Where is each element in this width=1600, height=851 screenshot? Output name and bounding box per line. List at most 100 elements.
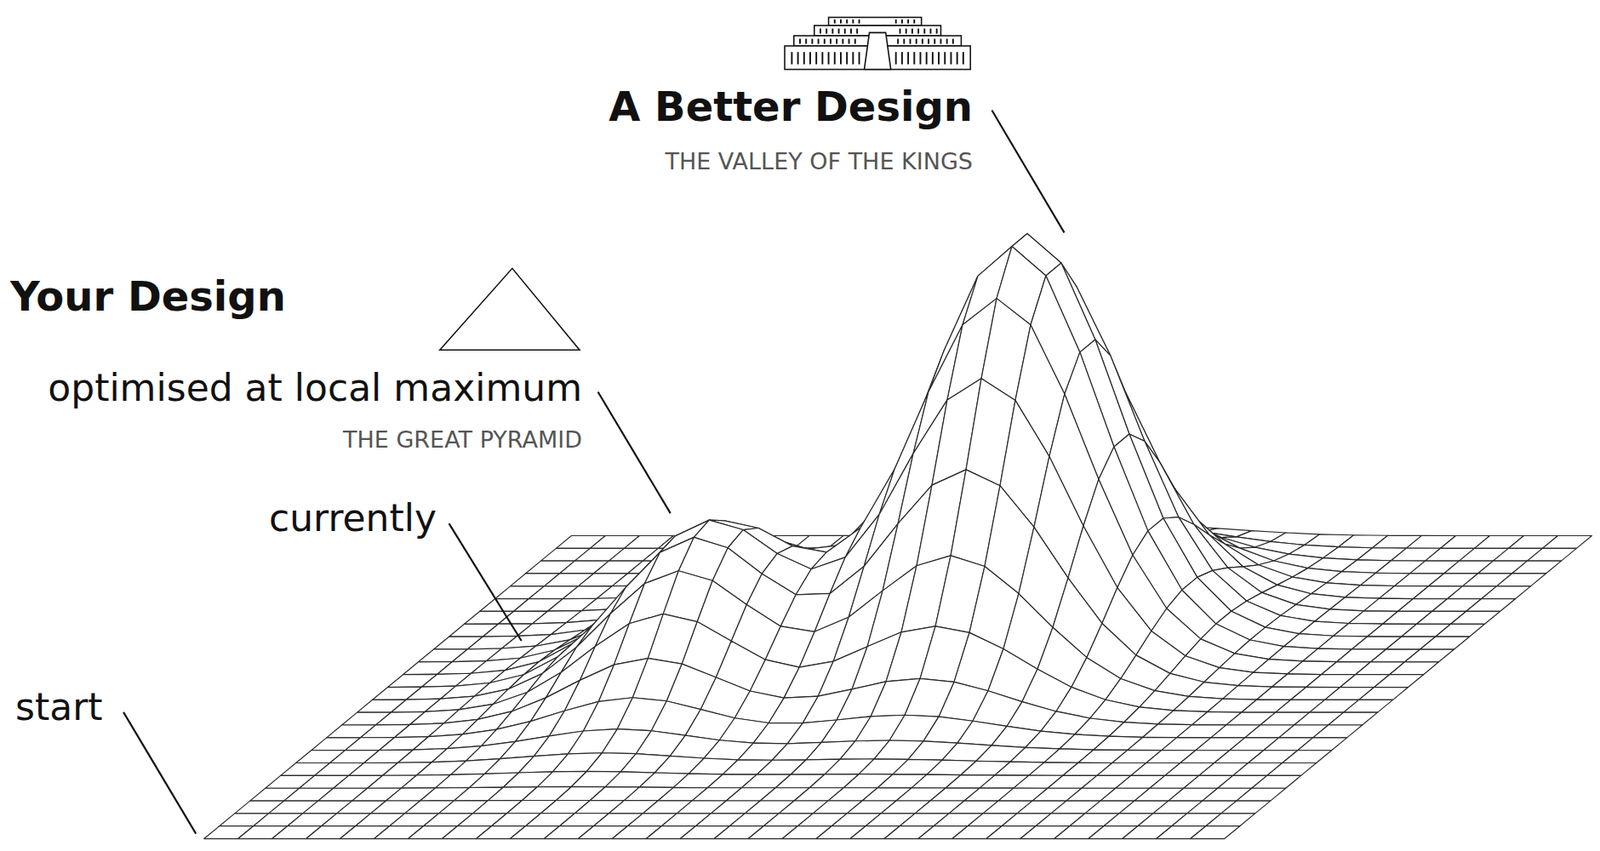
temple-column bbox=[841, 39, 844, 45]
temple-column bbox=[956, 51, 959, 64]
leader-lines bbox=[123, 110, 1064, 835]
temple-column bbox=[817, 39, 820, 45]
temple-column bbox=[923, 28, 926, 35]
pyramid-icon bbox=[440, 268, 580, 350]
temple-column bbox=[809, 51, 812, 64]
temple-column bbox=[927, 39, 930, 45]
temple-column bbox=[905, 28, 908, 35]
temple-column bbox=[933, 39, 936, 45]
temple-column bbox=[834, 51, 836, 64]
temple-column bbox=[799, 39, 801, 45]
mesh-cell bbox=[1282, 750, 1332, 764]
mesh-cell bbox=[1389, 662, 1440, 675]
mesh-cell bbox=[1405, 649, 1455, 663]
temple-column bbox=[895, 19, 898, 24]
temple-column bbox=[899, 28, 902, 35]
temple-column bbox=[949, 51, 952, 64]
mesh-cell bbox=[1527, 548, 1578, 561]
temple-column bbox=[909, 39, 912, 45]
mesh-cell bbox=[1313, 725, 1363, 738]
mesh-cell bbox=[1236, 788, 1286, 801]
temple-column bbox=[936, 28, 938, 35]
mesh-cell bbox=[1435, 623, 1486, 637]
temple-column bbox=[845, 19, 848, 24]
mesh-cell bbox=[1466, 599, 1516, 612]
temple-column bbox=[943, 51, 946, 64]
mesh-cell bbox=[1205, 813, 1256, 827]
mesh-cell bbox=[1343, 699, 1394, 713]
mesh-cell bbox=[1190, 826, 1240, 840]
temple-column bbox=[856, 28, 858, 35]
temple-column bbox=[815, 51, 818, 64]
temple-column bbox=[901, 51, 903, 64]
temple-column bbox=[819, 28, 822, 35]
temple-column bbox=[913, 51, 915, 64]
temple-column bbox=[835, 39, 838, 45]
temple-column bbox=[838, 28, 840, 35]
heading-label: Your Design bbox=[10, 273, 286, 320]
temple-column bbox=[851, 51, 854, 64]
temple-icon bbox=[784, 17, 971, 69]
mesh-cell bbox=[1374, 674, 1424, 688]
temple-column bbox=[962, 51, 965, 64]
temple-column bbox=[848, 39, 851, 45]
temple-column bbox=[844, 28, 846, 35]
heading-label: A Better Design bbox=[608, 83, 973, 131]
callout-label: currently bbox=[268, 497, 437, 541]
temple-column bbox=[834, 19, 836, 24]
callout-label: start bbox=[15, 685, 103, 730]
mesh-cell bbox=[1451, 611, 1501, 624]
temple-column bbox=[902, 39, 905, 45]
temple-column bbox=[821, 51, 823, 64]
temple-column bbox=[858, 51, 861, 64]
temple-column bbox=[797, 51, 800, 64]
mesh-cell bbox=[1251, 775, 1302, 789]
temple-column bbox=[845, 51, 848, 64]
leader-line bbox=[598, 391, 671, 514]
temple-column bbox=[915, 39, 918, 45]
temple-column bbox=[925, 51, 928, 64]
temple-column bbox=[825, 28, 828, 35]
temple-column bbox=[917, 28, 920, 35]
temple-column bbox=[840, 51, 842, 64]
mesh-cell bbox=[1221, 800, 1271, 814]
temple-column bbox=[930, 28, 932, 35]
temple-column bbox=[931, 51, 934, 64]
callout-label: optimised at local maximum bbox=[47, 366, 583, 411]
mesh-cell bbox=[1267, 763, 1317, 777]
temple-column bbox=[937, 51, 940, 64]
wireframe-surface bbox=[204, 233, 1593, 839]
mesh-cell bbox=[1481, 586, 1532, 600]
temple-column bbox=[790, 51, 793, 64]
temple-column bbox=[831, 28, 834, 35]
leader-line bbox=[991, 110, 1064, 234]
temple-column bbox=[952, 39, 955, 45]
subtitle-label: THE GREAT PYRAMID bbox=[342, 426, 583, 453]
mesh-cell bbox=[1512, 560, 1562, 574]
temple-column bbox=[913, 19, 915, 24]
temple-column bbox=[850, 28, 852, 35]
temple-column bbox=[823, 39, 826, 45]
temple-column bbox=[920, 51, 922, 64]
mesh-cell bbox=[1497, 573, 1547, 587]
temple-column bbox=[854, 39, 857, 45]
temple-column bbox=[858, 19, 861, 24]
subtitle-label: THE VALLEY OF THE KINGS bbox=[664, 148, 973, 175]
temple-column bbox=[840, 19, 842, 24]
mesh-cell bbox=[1328, 712, 1378, 726]
leader-line bbox=[449, 523, 522, 641]
mesh-cell bbox=[1542, 535, 1592, 549]
temple-column bbox=[829, 39, 832, 45]
temple-column bbox=[803, 51, 806, 64]
temple-column bbox=[921, 39, 924, 45]
temple-column bbox=[897, 39, 899, 45]
leader-line bbox=[123, 712, 196, 835]
temple-column bbox=[805, 39, 807, 45]
temple-column bbox=[946, 39, 949, 45]
temple-column bbox=[851, 19, 854, 24]
mesh-cell bbox=[1420, 636, 1470, 650]
temple-column bbox=[828, 51, 830, 64]
mesh-cell bbox=[1359, 687, 1409, 701]
temple-column bbox=[907, 51, 909, 64]
temple-column bbox=[907, 19, 909, 24]
